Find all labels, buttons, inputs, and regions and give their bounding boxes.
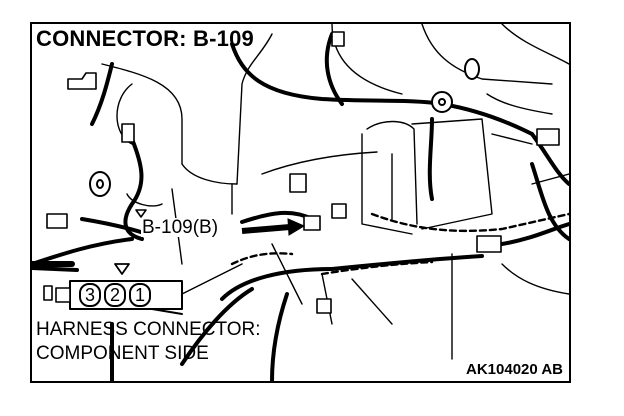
callout-arrow <box>241 218 306 236</box>
small-connectors <box>43 31 560 314</box>
caption-line-2: COMPONENT SIDE <box>36 343 209 364</box>
pin-indicator-triangle <box>114 263 130 275</box>
caption-line-1: HARNESS CONNECTOR: <box>36 319 261 340</box>
diagram-frame: CONNECTOR: B-109 B-109(B) 3 2 1 HARNESS … <box>30 22 571 383</box>
figure-code: AK104020 AB <box>466 361 563 378</box>
connector-callout-label: B-109(B) <box>141 217 220 238</box>
connector-pin-3: 3 <box>79 283 101 307</box>
connector-pin-1: 1 <box>129 283 151 307</box>
connector-pin-2: 2 <box>104 283 126 307</box>
connector-title: CONNECTOR: B-109 <box>36 26 254 51</box>
corrugated-tubes <box>230 212 569 276</box>
ground-terminals <box>89 58 480 197</box>
connector-shape <box>67 72 97 90</box>
